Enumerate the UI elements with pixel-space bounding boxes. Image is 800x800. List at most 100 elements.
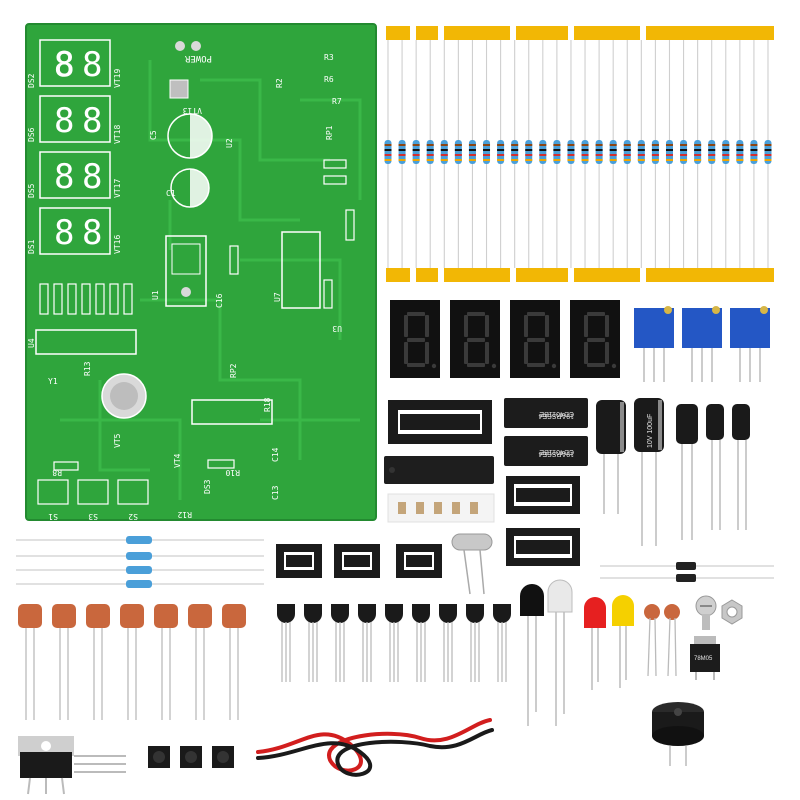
switch-label: S2	[128, 512, 138, 521]
ceramic-capacitors	[18, 604, 246, 720]
svg-text:8: 8	[82, 101, 102, 141]
chip-marking: 19ARSSE4	[538, 412, 574, 419]
seven-segment-display	[390, 300, 440, 378]
loose-resistors	[16, 536, 264, 588]
ref-label: U3	[332, 324, 342, 333]
ceramic-capacitor	[18, 604, 42, 720]
ds-label: DS6	[27, 127, 36, 142]
resistor	[454, 40, 462, 268]
resistor	[539, 40, 547, 268]
ref-label: R2	[275, 78, 284, 88]
ref-label: R12	[177, 510, 192, 519]
transistor	[439, 604, 457, 682]
ceramic-capacitor	[188, 604, 212, 720]
svg-text:8: 8	[54, 157, 74, 197]
led-yellow	[612, 595, 634, 688]
buzzer	[652, 702, 704, 766]
ref-label: R13	[83, 361, 92, 376]
button-footprints	[37, 479, 149, 505]
resistor	[553, 40, 561, 268]
ref-label: C13	[271, 485, 280, 500]
smd-tape	[387, 493, 495, 523]
transistor	[277, 604, 295, 682]
ic-socket-14-b	[506, 528, 580, 566]
dip-chip-cd4011-top: 19ARSSE4 CD4011BE	[504, 398, 588, 428]
resistor	[722, 40, 730, 268]
ref-label: VT16	[113, 235, 122, 254]
ref-label: C16	[215, 293, 224, 308]
resistor	[665, 40, 673, 268]
resistor	[511, 40, 519, 268]
svg-text:8: 8	[82, 45, 102, 85]
ref-label: U1	[151, 290, 160, 300]
ref-label: VT19	[113, 69, 122, 88]
trimpots	[634, 306, 770, 382]
resistor	[412, 40, 420, 268]
resistor	[581, 40, 589, 268]
small-ceramic-caps	[644, 604, 680, 677]
tape-bottom	[386, 268, 774, 282]
resistor-array	[384, 40, 772, 268]
resistor	[567, 40, 575, 268]
resistor	[637, 40, 645, 268]
ref-label: VT17	[113, 179, 122, 198]
resistor-tape-strip	[384, 26, 774, 282]
svg-text:8: 8	[54, 101, 74, 141]
leds: 78M05	[520, 579, 743, 726]
smd-regulator: 78M05	[690, 636, 720, 680]
resistor	[525, 40, 533, 268]
ir-led-clear	[547, 579, 573, 726]
ref-label: C14	[271, 447, 280, 462]
ref-label: VT13	[183, 106, 202, 115]
electrolytic-capacitors: 10V 100uF	[596, 398, 750, 546]
ref-label: DS3	[203, 479, 212, 494]
trimpot	[682, 306, 722, 382]
seven-segment-displays	[390, 300, 620, 378]
resistor	[384, 40, 392, 268]
led-red	[584, 597, 606, 690]
ds-label: DS1	[27, 239, 36, 254]
power-lead-wire	[256, 718, 494, 777]
transistor	[412, 604, 430, 682]
transistor	[493, 604, 511, 682]
ref-label: U2	[225, 138, 234, 148]
ic-socket-16	[388, 400, 492, 444]
transistors	[277, 604, 511, 682]
transistor	[331, 604, 349, 682]
resistor	[426, 40, 434, 268]
pcb-traces	[60, 60, 362, 500]
ref-label: R7	[332, 97, 342, 106]
cap-marking: 10V 100uF	[647, 414, 654, 448]
ref-label: U4	[27, 338, 36, 348]
ref-label: RP1	[325, 125, 334, 140]
svg-text:8: 8	[54, 45, 74, 85]
resistor	[623, 40, 631, 268]
ic-socket-8	[276, 544, 442, 578]
pcb-display-footprints: 8 8 8 8 8 8 8 8 DS2 DS6 DS5 DS1	[27, 39, 111, 255]
svg-text:8: 8	[54, 213, 74, 253]
svg-text:8: 8	[82, 213, 102, 253]
resistor	[398, 40, 406, 268]
trimpot	[730, 306, 770, 382]
ref-label: R8	[52, 468, 62, 477]
ds-label: DS2	[27, 73, 36, 88]
resistor	[609, 40, 617, 268]
ref-label: RP2	[229, 363, 238, 378]
ceramic-capacitor	[86, 604, 110, 720]
resistor	[483, 40, 491, 268]
crystal	[451, 533, 493, 595]
resistor	[680, 40, 688, 268]
ceramic-capacitor	[154, 604, 178, 720]
dip-chip-cd4011-bottom: 19ARSSE4 CD4011BE	[504, 436, 588, 466]
screw-nut	[695, 595, 743, 630]
resistor-footprints	[39, 159, 355, 471]
resistor	[595, 40, 603, 268]
resistor	[651, 40, 659, 268]
ir-led-black	[520, 584, 544, 726]
switch-label: S1	[48, 512, 58, 521]
tact-buttons	[148, 746, 234, 768]
ref-label: VT5	[113, 433, 122, 448]
resistor	[750, 40, 758, 268]
ic-socket-14-a	[506, 476, 580, 514]
